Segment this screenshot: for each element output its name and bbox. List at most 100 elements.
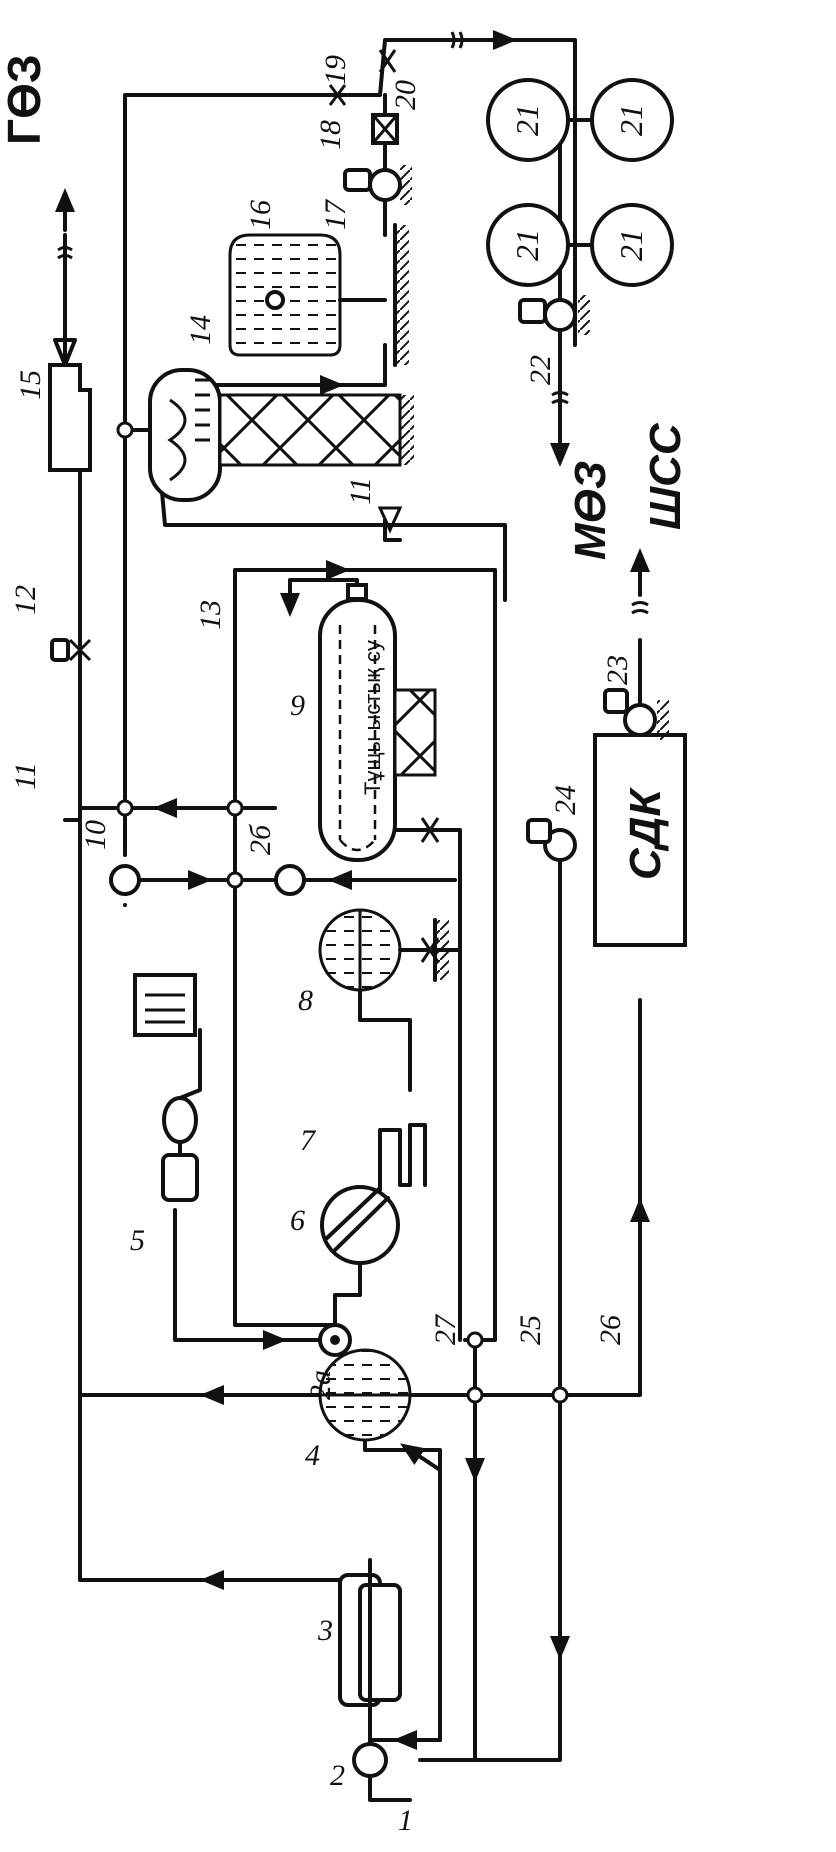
- tank-14-water: [195, 378, 210, 442]
- inlet-1: [368, 1774, 412, 1802]
- pipe-line-up-125: [123, 93, 382, 810]
- pipe-5-chain: [178, 1028, 202, 1157]
- heater-3-inner: [358, 1583, 402, 1702]
- pipe-8-down: [358, 988, 412, 1092]
- sdk-label: СДК: [621, 786, 670, 880]
- pipe-column-2b: [233, 806, 337, 1327]
- pump-10: [109, 864, 141, 896]
- ejector-15-nozzle: [53, 338, 77, 367]
- junction-dots: [116, 421, 569, 1404]
- label-23: 23: [601, 655, 634, 685]
- label-15: 15: [14, 370, 47, 400]
- label-20: 20: [389, 80, 422, 110]
- pump-17-motor: [343, 168, 372, 192]
- note-fresh-hot-water: Тұщы ыстық су: [360, 640, 385, 795]
- pipe-right-return: [463, 568, 497, 1342]
- pipe-3-to-trunk: [78, 1393, 357, 1582]
- label-16: 16: [244, 200, 277, 230]
- label-2b: 2б: [244, 824, 277, 855]
- pump-2: [352, 1742, 388, 1778]
- pump-22-motor: [518, 298, 547, 324]
- label-13: 13: [194, 600, 227, 630]
- label-1: 1: [398, 1804, 413, 1837]
- pump-22-ground: [578, 295, 590, 335]
- tank-14: [148, 368, 222, 502]
- label-11-upper: 11: [344, 477, 377, 505]
- dosing-filter-5: [161, 1153, 199, 1202]
- tank-16: [228, 233, 342, 357]
- deaerator-9-inner: [338, 625, 377, 852]
- pipe-break-23: [631, 601, 649, 615]
- valve-19: [328, 84, 347, 106]
- tank-14-ground: [400, 395, 414, 465]
- label-21-b: 21: [613, 104, 649, 136]
- label-9: 9: [290, 689, 305, 722]
- label-8: 8: [298, 984, 313, 1017]
- tank-21-d: [590, 203, 674, 287]
- tank-16-float: [265, 290, 285, 310]
- label-17: 17: [319, 198, 352, 230]
- label-24: 24: [549, 785, 582, 815]
- deaerator-9-support: [393, 688, 437, 777]
- tank-14-support: [218, 393, 402, 467]
- pipe-14-to-16: [203, 343, 387, 387]
- outlet-mgo: МӨЗ: [566, 461, 615, 560]
- tank-21-b: [590, 78, 674, 162]
- label-12: 12: [9, 585, 42, 615]
- pump-24: [543, 828, 577, 862]
- label-4: 4: [305, 1439, 320, 1472]
- pipe-2a-to-6: [333, 1263, 362, 1327]
- outlet-shss: ШСС: [641, 422, 690, 530]
- tank-16-ground: [395, 225, 409, 365]
- ejector-15-break: [57, 246, 73, 260]
- tank-21-a: [486, 78, 570, 162]
- label-10: 10: [79, 820, 112, 850]
- ejector-15: [48, 363, 92, 472]
- pump-2b: [274, 864, 306, 896]
- pipe-26-line: [323, 998, 642, 1397]
- dosing-pump-5: [162, 1096, 198, 1144]
- valve-20: [378, 49, 397, 73]
- filter-18-x: [371, 114, 399, 144]
- heat-exchanger-6-slash: [325, 1186, 390, 1252]
- dosing-tank-5: [133, 973, 197, 1037]
- label-19: 19: [319, 55, 352, 85]
- label-25: 25: [514, 1315, 547, 1345]
- tank-14-coil: [167, 398, 187, 482]
- coil-7: [378, 1123, 427, 1192]
- pump-2a-dot: [330, 1335, 340, 1345]
- label-11-lower: 11: [9, 762, 42, 790]
- label-3: 3: [317, 1614, 333, 1647]
- label-26: 26: [594, 1315, 627, 1345]
- pipe-break-22: [551, 391, 569, 405]
- tank-21-c: [486, 203, 570, 287]
- pipe-14-bottom: [158, 468, 507, 602]
- label-6: 6: [290, 1204, 305, 1237]
- valve-11-lower: [63, 818, 82, 840]
- valve-8-side: [420, 937, 440, 963]
- label-21-c: 21: [509, 229, 545, 261]
- valve-11-upper-body: [377, 506, 403, 534]
- valve-12: [68, 638, 92, 662]
- label-22: 22: [524, 355, 557, 385]
- label-21-a: 21: [509, 104, 545, 136]
- deaerator-9-valve-box: [346, 583, 368, 601]
- sdk-unit: [593, 733, 687, 947]
- pump-23-motor: [603, 688, 629, 714]
- pipe-27-line: [418, 1338, 477, 1762]
- valve-11-upper: [383, 518, 402, 542]
- label-5: 5: [130, 1224, 145, 1257]
- label-14: 14: [184, 315, 217, 345]
- label-21-d: 21: [613, 229, 649, 261]
- valve-12-actuator: [50, 638, 70, 662]
- pump-24-motor: [526, 818, 552, 844]
- valve-9-bottom: [420, 817, 440, 843]
- label-7: 7: [300, 1124, 317, 1157]
- label-18: 18: [314, 120, 347, 150]
- pump-17: [368, 168, 402, 202]
- label-2a: 2а: [304, 1370, 337, 1400]
- pump-22: [543, 298, 577, 332]
- dosing-tank-5-water: [145, 993, 185, 1024]
- pipe-25-line: [473, 858, 562, 1762]
